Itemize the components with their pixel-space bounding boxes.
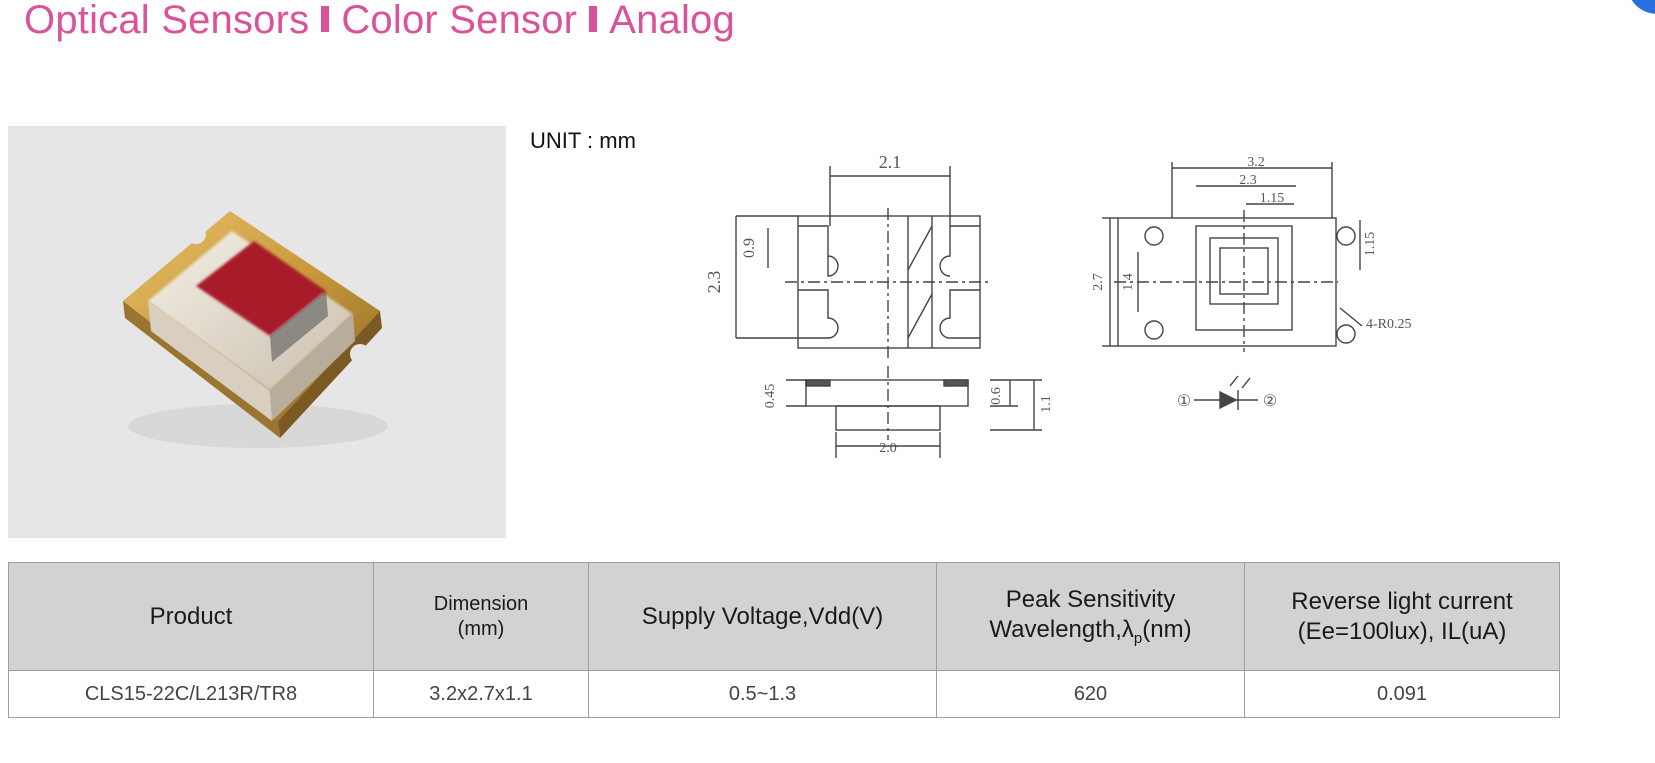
dimension-drawing: 2.1 2.3 0.9 0.45 0.6 1.1 2.0 <box>704 152 1412 458</box>
cell-supply-voltage: 0.5~1.3 <box>588 670 937 718</box>
dim-bottom-height: 2.7 <box>1091 273 1106 291</box>
header-product: Product <box>8 562 374 671</box>
cell-dimension: 3.2x2.7x1.1 <box>373 670 589 718</box>
top-view <box>735 166 990 360</box>
header-dimension: Dimension(mm) <box>373 562 589 671</box>
title-separator <box>321 6 330 32</box>
photodiode-symbol <box>1194 375 1258 410</box>
side-view <box>786 366 1042 458</box>
dim-side-bottom: 2.0 <box>879 441 897 456</box>
spec-table: Product Dimension(mm) Supply Voltage,Vdd… <box>8 562 1560 718</box>
dim-bottom-radius: 4-R0.25 <box>1366 317 1412 332</box>
dim-top-height: 2.3 <box>704 271 724 294</box>
cell-peak-wavelength: 620 <box>936 670 1245 718</box>
pin-2-label: ② <box>1263 393 1277 410</box>
header-supply-voltage: Supply Voltage,Vdd(V) <box>588 562 937 671</box>
dim-side-left: 0.45 <box>763 384 778 409</box>
dim-bottom-outer-width: 3.2 <box>1247 155 1265 170</box>
title-optical-sensors: Optical Sensors <box>24 0 310 42</box>
title-color-sensor: Color Sensor <box>341 0 578 42</box>
cell-reverse-current: 0.091 <box>1244 670 1560 718</box>
dim-side-outer: 1.1 <box>1039 395 1054 413</box>
dim-bottom-inner-height: 1.4 <box>1121 273 1136 291</box>
page-title: Optical Sensors Color Sensor Analog <box>24 0 735 43</box>
header-reverse-light-current: Reverse light current(Ee=100lux), IL(uA) <box>1244 562 1560 671</box>
title-separator <box>589 6 598 32</box>
pin-1-label: ① <box>1177 393 1191 410</box>
table-header-row: Product Dimension(mm) Supply Voltage,Vdd… <box>8 562 1560 671</box>
product-photo <box>8 126 506 538</box>
dim-top-width: 2.1 <box>879 152 902 172</box>
dim-bottom-mid-width: 2.3 <box>1239 173 1257 188</box>
dim-bottom-inner-width: 1.15 <box>1260 191 1285 206</box>
unit-label: UNIT : mm <box>530 128 636 153</box>
bottom-view <box>1102 162 1363 352</box>
title-analog: Analog <box>609 0 735 42</box>
sensor-package-image <box>123 211 388 448</box>
corner-badge <box>1628 0 1655 14</box>
dim-side-inner: 0.6 <box>989 387 1004 405</box>
cell-product: CLS15-22C/L213R/TR8 <box>8 670 374 718</box>
table-row: CLS15-22C/L213R/TR8 3.2x2.7x1.1 0.5~1.3 … <box>8 670 1560 718</box>
dim-top-pad: 0.9 <box>741 238 758 258</box>
dim-bottom-right-height: 1.15 <box>1363 232 1378 257</box>
